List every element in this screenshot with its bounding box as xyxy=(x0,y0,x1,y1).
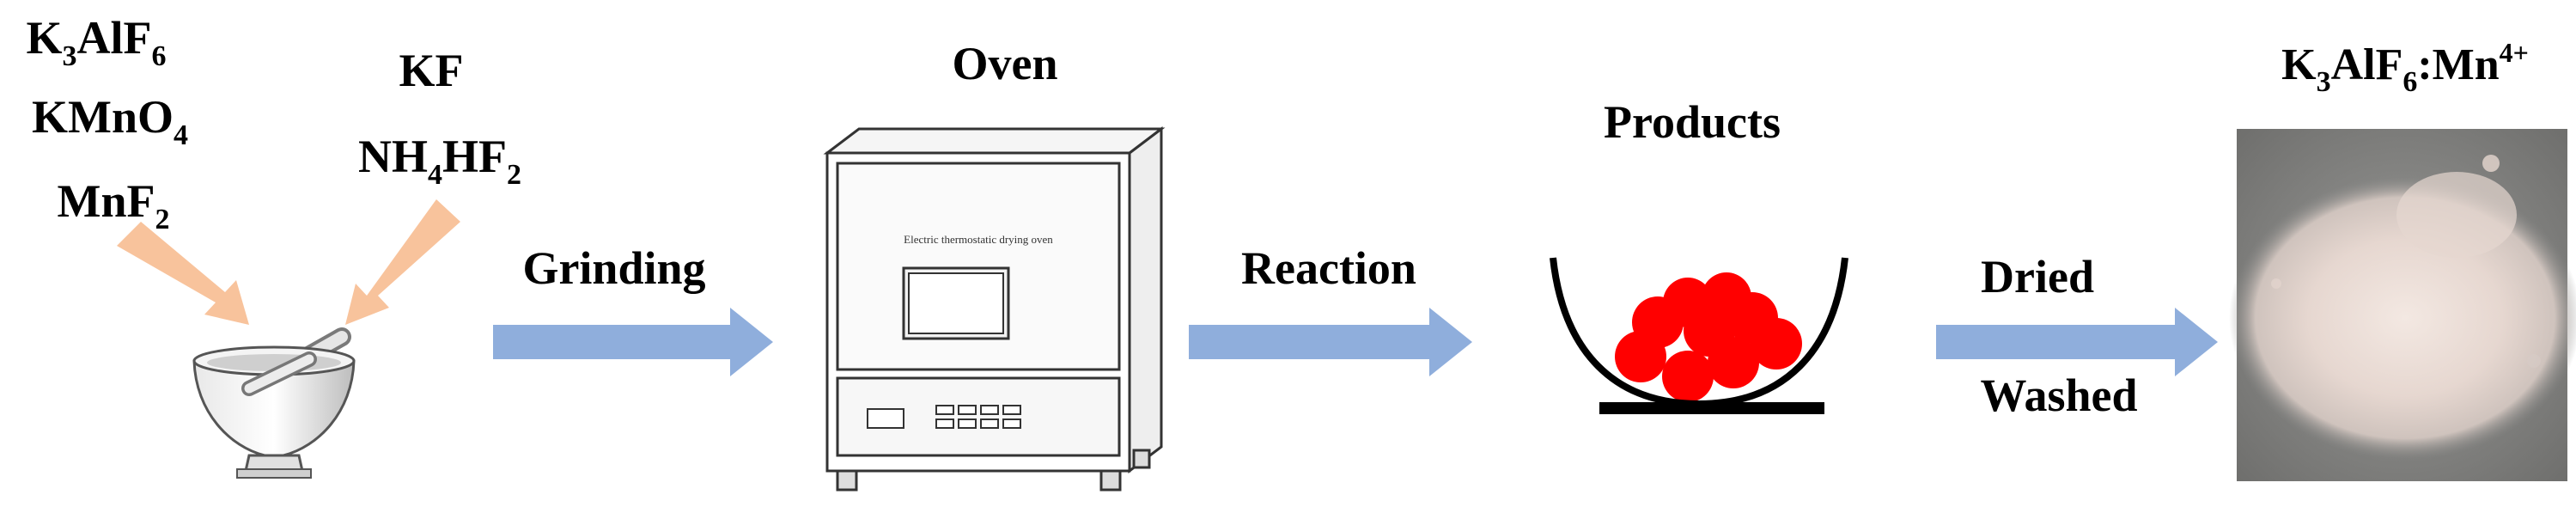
reagent-kmno4: KMnO4 xyxy=(32,91,188,151)
grinding-arrow xyxy=(493,308,773,376)
phosphor-powder-photo xyxy=(2229,129,2576,481)
sphere xyxy=(1702,272,1751,322)
sphere xyxy=(1662,351,1714,402)
reagent-nh4hf2: NH4HF2 xyxy=(358,131,521,191)
bowl-base xyxy=(1599,402,1824,414)
reaction-arrow xyxy=(1189,308,1472,376)
reagent-mnf2: MnF2 xyxy=(58,175,170,235)
reagent-k3alf6: K3AlF6 xyxy=(26,12,166,72)
reagent-arrow-left xyxy=(117,222,249,325)
dried-label: Dried xyxy=(1981,251,2094,302)
reaction-label: Reaction xyxy=(1241,242,1416,294)
grinding-label: Grinding xyxy=(522,242,705,294)
sphere xyxy=(1663,278,1713,327)
reagent-arrow-right xyxy=(345,199,460,325)
dried-washed-arrow xyxy=(1936,308,2218,376)
oven-panel-text: Electric thermostatic drying oven xyxy=(904,233,1053,246)
oven-title: Oven xyxy=(952,38,1057,89)
product-spheres xyxy=(1615,272,1802,402)
mortar-and-pestle-icon xyxy=(192,327,356,479)
washed-label: Washed xyxy=(1980,370,2137,421)
final-product-label: K3AlF6:Mn4+ xyxy=(2281,37,2529,98)
products-label: Products xyxy=(1604,96,1781,148)
drying-oven-icon: Electric thermostatic drying oven xyxy=(823,125,1166,492)
reagent-kf: KF xyxy=(399,45,464,96)
